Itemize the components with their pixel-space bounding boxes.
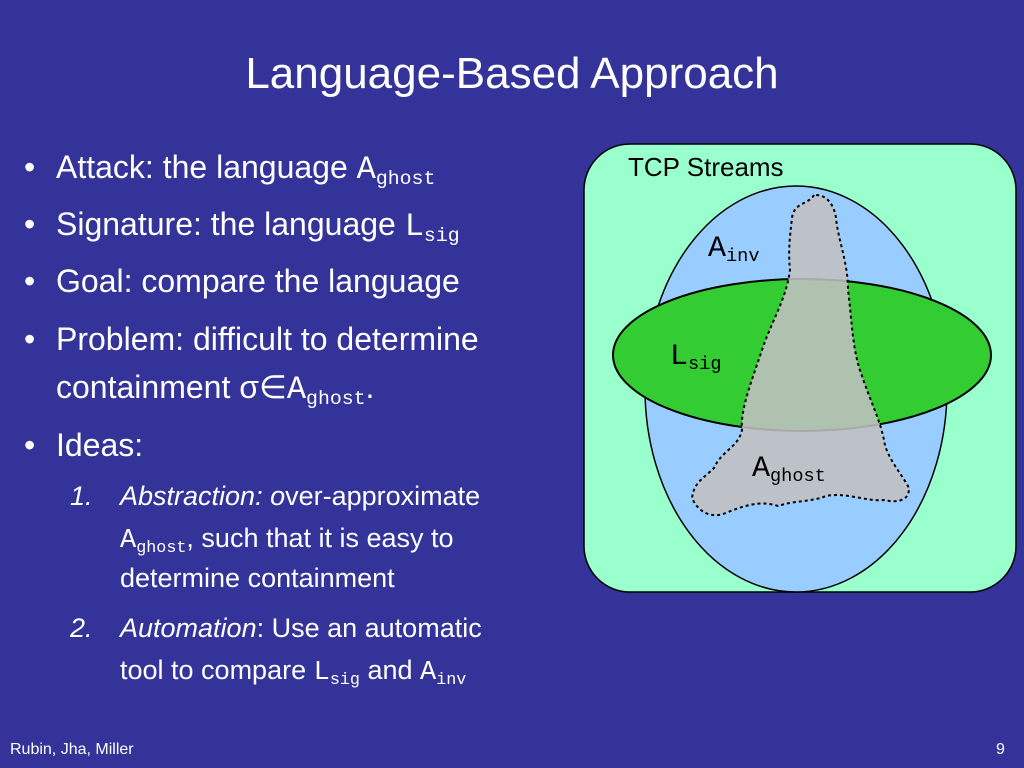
symbol-a: A (708, 232, 727, 266)
symbol-a: A (120, 526, 137, 556)
subscript-ghost: ghost (375, 166, 436, 190)
slide-title: Language-Based Approach (245, 49, 779, 98)
l-sig-label: Lsig (670, 338, 722, 377)
symbol-a: A (356, 151, 376, 188)
idea-text: tool to compare (120, 655, 314, 685)
bullet-dot: • (24, 321, 36, 357)
symbol-l: L (404, 208, 424, 245)
ghost-shape (690, 193, 910, 517)
subscript-ghost: ghost (136, 538, 187, 558)
bullet-text: Ideas: (56, 427, 144, 463)
idea-text: determine containment (120, 563, 395, 593)
a-ghost-label: Aghost (752, 450, 826, 489)
idea-text: ver-approximate (285, 481, 481, 511)
subscript-sig: sig (423, 223, 460, 247)
idea-text: , such that it is easy to (186, 523, 454, 553)
symbol-l: L (313, 658, 330, 688)
idea-number: 2. (70, 613, 93, 643)
symbol-l: L (670, 340, 689, 374)
symbol-a: A (420, 658, 437, 688)
idea-text: and (359, 655, 421, 685)
idea-text: : Use an automatic (256, 613, 482, 643)
idea-italic-label: Automation (120, 613, 257, 643)
subscript-inv: inv (726, 246, 760, 268)
bullet-dot: • (24, 263, 36, 299)
bullet-text: Problem: difficult to determine (56, 321, 479, 357)
bullet-text: Signature: the language (56, 206, 405, 242)
bullet-dot: • (24, 427, 36, 463)
footer-authors: Rubin, Jha, Miller (10, 741, 134, 758)
bullet-text: Goal: compare the language (56, 263, 460, 299)
subscript-inv: inv (436, 670, 467, 690)
symbol-a: A (752, 452, 771, 486)
tcp-streams-label: TCP Streams (628, 152, 784, 182)
idea-italic-label: Abstraction: o (120, 481, 286, 511)
bullet-dot: • (24, 206, 36, 242)
idea-number: 1. (70, 481, 93, 511)
symbol-a: A (286, 371, 307, 408)
bullet-text: containment (56, 369, 240, 405)
bullet-text: Attack: the language (56, 149, 357, 185)
bullet-dot: • (24, 149, 36, 185)
a-inv-label: Ainv (708, 230, 760, 269)
sigma-in-symbol: σ∈ (239, 369, 287, 405)
subscript-sig: sig (688, 354, 722, 376)
subscript-sig: sig (329, 670, 360, 690)
subscript-ghost: ghost (770, 466, 826, 488)
page-number: 9 (996, 741, 1005, 758)
subscript-ghost: ghost (306, 386, 366, 410)
period: . (365, 369, 375, 405)
